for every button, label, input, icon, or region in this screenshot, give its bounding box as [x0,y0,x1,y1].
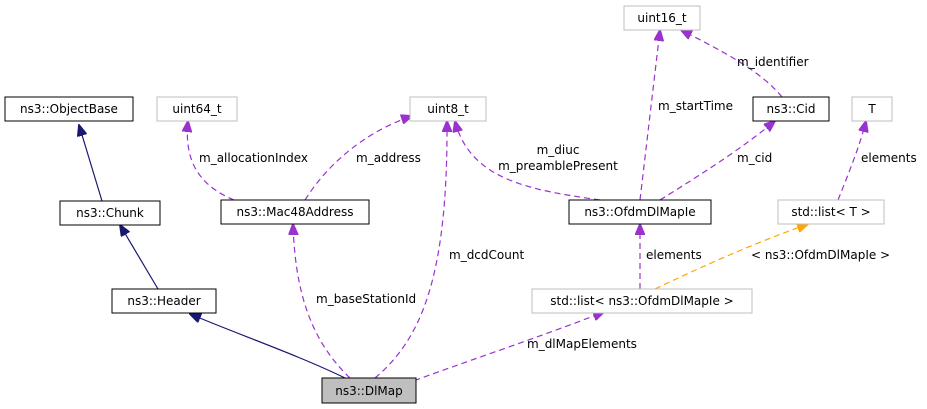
node-uint64-label: uint64_t [172,102,222,116]
label-elements-t: elements [861,151,917,165]
edge-header-to-chunk [120,225,159,290]
node-uint8: uint8_t [409,96,487,122]
edge-mac48-to-uint64 [187,121,235,201]
edge-ofdm-to-cid [659,121,775,201]
node-header[interactable]: ns3::Header [111,288,217,314]
label-preamble-present: m_preamblePresent [498,159,618,173]
node-header-label: ns3::Header [127,294,200,308]
edge-stdlistt-to-t [837,121,866,201]
label-cid: m_cid [737,151,772,165]
label-allocation-index: m_allocationIndex [199,151,308,165]
label-dcd-count: m_dcdCount [449,248,524,262]
edge-mac48-to-uint8 [304,116,412,201]
node-dl-map-label: ns3::DlMap [335,384,402,398]
node-std-list-t-label: std::list< T > [791,205,870,219]
label-identifier: m_identifier [737,55,809,69]
edge-cid-to-uint16 [681,30,783,98]
node-uint16-label: uint16_t [637,11,687,25]
node-cid-label: ns3::Cid [767,102,816,116]
node-mac48-label: ns3::Mac48Address [237,205,354,219]
label-diuc: m_diuc [537,143,580,157]
node-uint8-label: uint8_t [427,102,469,116]
label-elements-ofdm: elements [646,248,702,262]
edge-dlmap-to-stdlistofdm [404,312,604,385]
label-address: m_address [356,151,421,165]
node-mac48[interactable]: ns3::Mac48Address [220,199,370,225]
node-object-base-label: ns3::ObjectBase [20,102,118,116]
node-uint64: uint64_t [156,96,238,122]
label-template-arg: < ns3::OfdmDlMapIe > [751,248,890,262]
node-dl-map[interactable]: ns3::DlMap [321,377,417,404]
label-start-time: m_startTime [658,99,733,113]
node-t: T [851,96,893,122]
label-base-station-id: m_baseStationId [316,292,416,306]
node-std-list-ofdm: std::list< ns3::OfdmDlMapIe > [531,288,753,314]
label-dl-map-elements: m_dlMapElements [527,337,637,351]
node-chunk[interactable]: ns3::Chunk [59,200,161,226]
edge-dlmap-to-uint8 [374,121,447,379]
node-uint16: uint16_t [623,5,701,31]
node-cid[interactable]: ns3::Cid [752,96,830,122]
edge-ofdm-to-uint8 [455,121,601,201]
node-ofdm-dl-map-ie-label: ns3::OfdmDlMapIe [584,205,695,219]
node-t-label: T [867,102,876,116]
edge-stdlistofdm-to-stdlistt [654,224,808,290]
node-std-list-t: std::list< T > [777,199,885,225]
node-ofdm-dl-map-ie[interactable]: ns3::OfdmDlMapIe [568,199,712,225]
node-std-list-ofdm-label: std::list< ns3::OfdmDlMapIe > [550,294,733,308]
node-object-base[interactable]: ns3::ObjectBase [4,96,134,122]
node-chunk-label: ns3::Chunk [76,206,144,220]
edge-dlmap-to-header [190,314,346,379]
edge-chunk-to-objectbase [79,125,103,202]
edge-dlmap-to-mac48 [293,224,351,379]
edge-ofdm-to-uint16 [639,30,660,201]
